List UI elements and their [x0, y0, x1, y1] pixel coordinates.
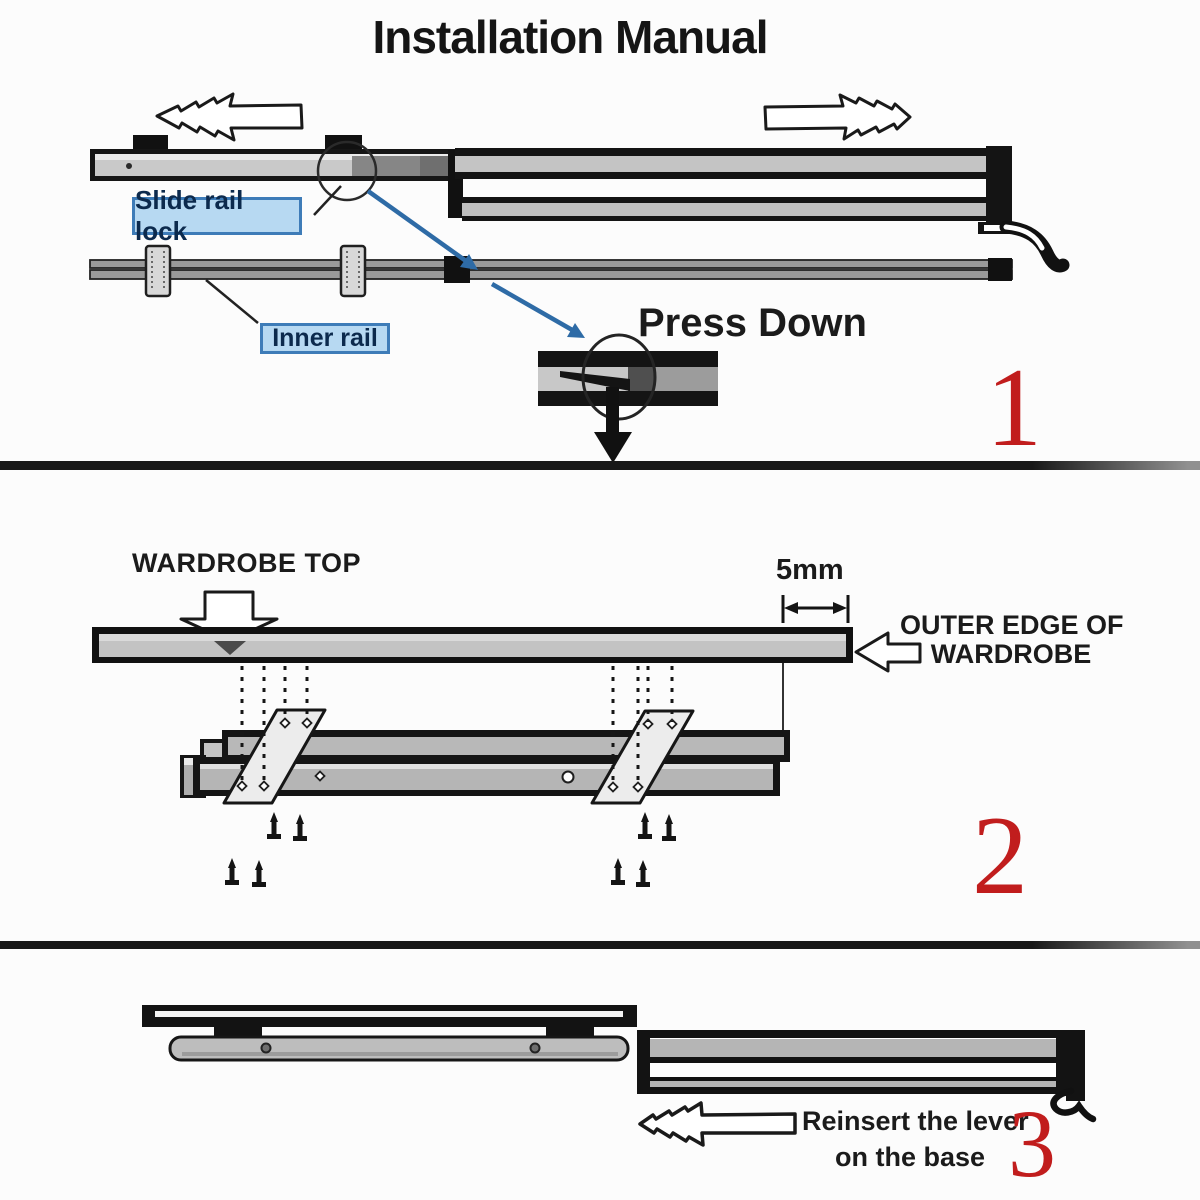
reinsert-line1: Reinsert the lever: [802, 1106, 1029, 1136]
measurement-5mm: [781, 595, 850, 623]
step3-mounted-rail: [142, 1005, 637, 1062]
step1-inner-rail: [89, 244, 1013, 298]
step1-left-arrow-icon: [155, 92, 304, 142]
step2-screws: [225, 812, 676, 887]
wardrobe-top-caption: WARDROBE TOP: [132, 548, 362, 578]
inner-rail-bracket: [339, 244, 367, 298]
reinsert-caption: Reinsert the lever on the base: [802, 1103, 1029, 1175]
reinsert-arrow-icon: [638, 1101, 797, 1147]
step3-lever-hook: [1050, 1087, 1097, 1123]
press-down-caption: Press Down: [638, 301, 867, 345]
step3-number: 3: [1008, 1090, 1056, 1197]
outer-edge-line1: OUTER EDGE OF: [900, 610, 1124, 640]
step1-upper-rail: [90, 135, 1012, 234]
slide-rail-lock-label: Slide rail lock: [132, 185, 302, 246]
outer-edge-line2: WARDROBE: [930, 639, 1092, 669]
step2-rail-assembly: [180, 730, 790, 798]
section-divider: [0, 461, 1200, 470]
step1-number: 1: [986, 346, 1042, 470]
step1-right-arrow-icon: [763, 93, 912, 141]
gap-5mm-caption: 5mm: [776, 554, 844, 586]
callout-arrow-to-inner-rail: [366, 189, 478, 270]
label-pointer-line: [205, 279, 259, 324]
callout-arrow-to-detail: [490, 282, 585, 338]
outer-edge-caption: OUTER EDGE OF WARDROBE: [900, 610, 1124, 669]
step2-wardrobe-board: [92, 627, 853, 663]
reinsert-line2: on the base: [834, 1142, 986, 1172]
inner-rail-bracket: [144, 244, 172, 298]
step2-mounting-plates: [222, 708, 695, 805]
step1-lever-hook: [999, 220, 1070, 273]
slide-rail-lock-circle: [316, 140, 378, 202]
inner-rail-label: Inner rail: [260, 323, 390, 354]
inner-rail-label-text: Inner rail: [272, 324, 378, 352]
press-down-arrow-icon: [594, 387, 632, 463]
label-pointer-line: [313, 185, 342, 216]
step2-number: 2: [972, 794, 1028, 918]
slide-rail-lock-label-text: Slide rail lock: [135, 185, 244, 246]
press-down-detail: [538, 333, 718, 421]
page-title: Installation Manual: [372, 11, 768, 63]
section-divider: [0, 941, 1200, 949]
step3-outer-rail: [637, 1030, 1085, 1101]
step2-dashed-guides: [240, 666, 674, 785]
outer-edge-arrow-icon: [854, 631, 922, 673]
